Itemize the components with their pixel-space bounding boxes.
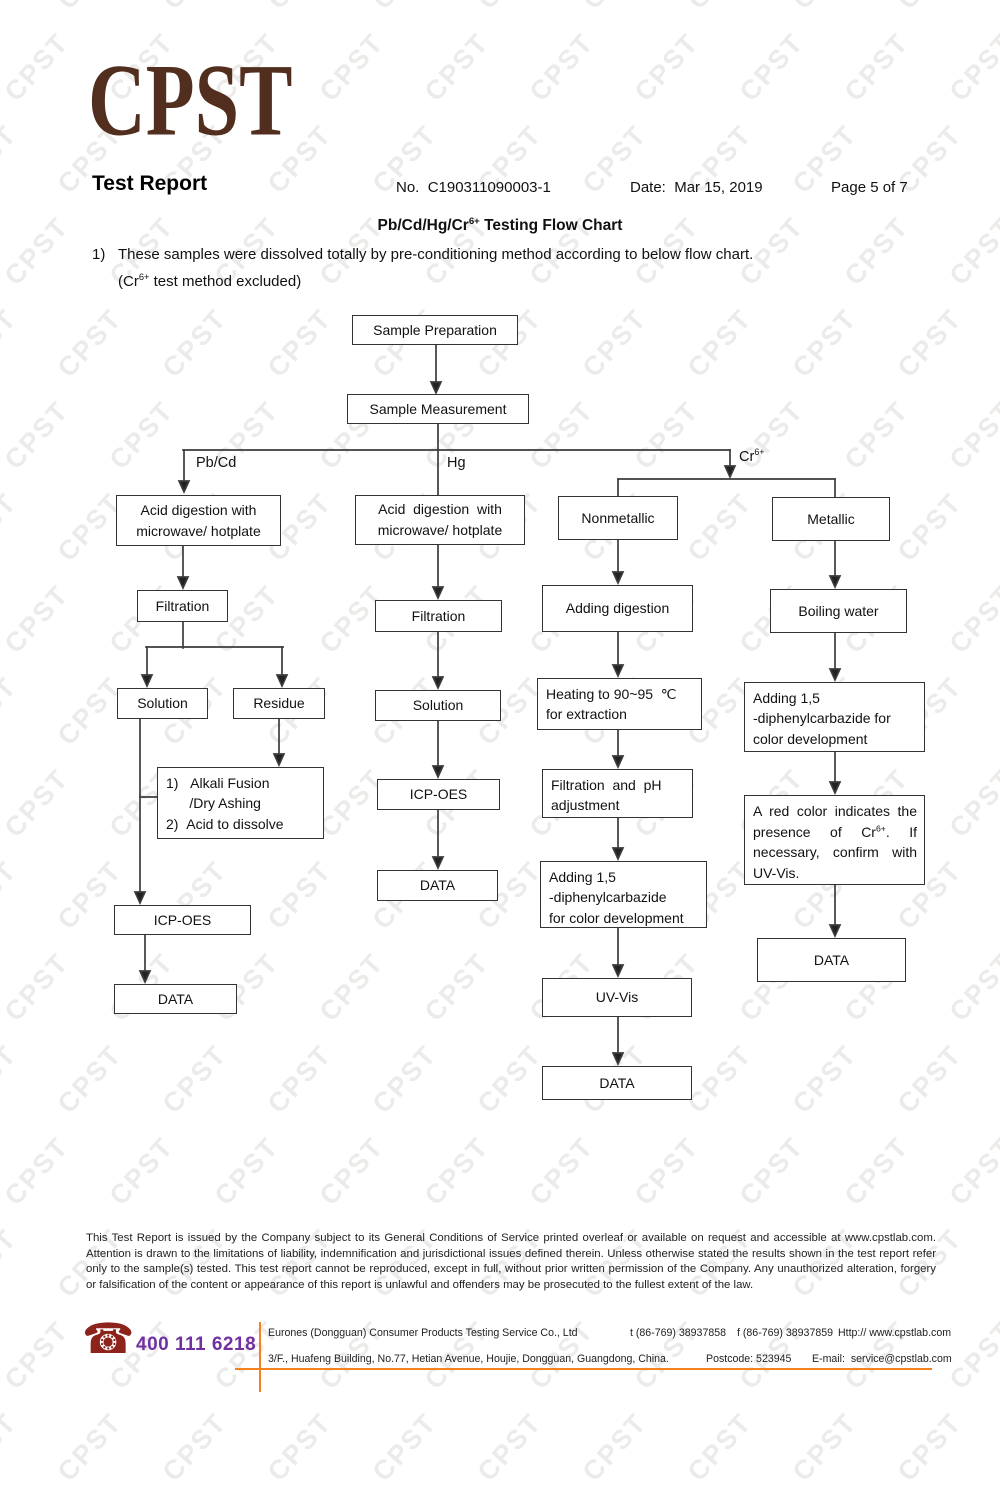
report-number: No. C190311090003-1 <box>396 179 551 196</box>
company-address: 3/F., Huafeng Building, No.77, Hetian Av… <box>268 1353 669 1365</box>
flow-node-heating-extraction: Heating to 90~95 ℃ for extraction <box>537 678 702 730</box>
branch-label-cr6: Cr6+ <box>739 447 765 465</box>
company-email: E-mail: service@cpstlab.com <box>812 1353 952 1365</box>
page-indicator: Page 5 of 7 <box>831 179 908 196</box>
flow-node-filtration-ph: Filtration and pH adjustment <box>542 769 693 818</box>
report-number-label: No. <box>396 179 420 196</box>
watermark-text: CPST <box>681 1407 758 1487</box>
flow-node-nonmetallic: Nonmetallic <box>558 496 678 540</box>
flow-node-data-nonmetallic: DATA <box>542 1066 692 1100</box>
flow-node-acid-digestion-pbcd: Acid digestion with microwave/ hotplate <box>116 495 281 546</box>
footer-horizontal-rule <box>235 1368 932 1371</box>
watermark-text: CPST <box>366 1407 443 1487</box>
flow-chart-title-rest: Testing Flow Chart <box>479 217 623 234</box>
branch-label-cr6-text: Cr <box>739 449 755 465</box>
flowchart-connectors <box>133 344 842 1067</box>
flow-node-red-color-indicator: A red color indicates the presence of Cr… <box>744 795 925 885</box>
item-number: 1) <box>92 246 106 263</box>
company-name: Eurones (Dongguan) Consumer Products Tes… <box>268 1327 578 1339</box>
item-note-pre: (Cr <box>118 273 139 290</box>
watermark-text: CPST <box>891 1407 968 1487</box>
report-title: Test Report <box>92 172 208 195</box>
company-fax: f (86-769) 38937859 <box>737 1327 834 1339</box>
flow-node-uv-vis: UV-Vis <box>542 978 692 1017</box>
item-text: These samples were dissolved totally by … <box>118 246 754 263</box>
flow-node-solution-hg: Solution <box>375 690 501 721</box>
branch-label-hg: Hg <box>447 455 466 471</box>
footer-vertical-divider <box>259 1322 262 1392</box>
watermark-text: CPST <box>471 1407 548 1487</box>
flow-chart-title: Pb/Cd/Hg/Cr6+ Testing Flow Chart <box>0 217 1000 235</box>
flow-node-sample-preparation: Sample Preparation <box>352 315 518 345</box>
report-date-label: Date: <box>630 179 666 196</box>
flow-node-data-pbcd: DATA <box>114 984 237 1014</box>
watermark-text: CPST <box>0 1407 23 1487</box>
telephone-icon: ☎ <box>82 1315 135 1362</box>
flow-node-alkali-fusion: 1) Alkali Fusion /Dry Ashing 2) Acid to … <box>157 767 324 839</box>
company-postcode: Postcode: 523945 <box>706 1353 792 1365</box>
flow-node-sample-measurement: Sample Measurement <box>347 394 529 424</box>
red-color-text: A red color indicates the presence of Cr <box>753 803 917 840</box>
flow-chart-title-text: Pb/Cd/Hg/Cr <box>377 217 469 234</box>
item-note: (Cr6+ test method excluded) <box>118 272 302 290</box>
hotline-number: 400 111 6218 <box>136 1334 257 1355</box>
flow-node-adding-digestion: Adding digestion <box>542 585 693 632</box>
company-tel: t (86-769) 38937858 <box>630 1327 727 1339</box>
flow-node-icp-oes-pbcd: ICP-OES <box>114 905 251 935</box>
watermark-text: CPST <box>51 1407 128 1487</box>
flow-node-acid-digestion-hg: Acid digestion with microwave/ hotplate <box>355 495 525 545</box>
item-note-post: test method excluded) <box>149 273 302 290</box>
red-color-sup: 6+ <box>875 823 886 834</box>
watermark-text: CPST <box>156 1407 233 1487</box>
flow-node-icp-oes-hg: ICP-OES <box>377 779 500 810</box>
flow-node-adding-dpc-nonmetallic: Adding 1,5 -diphenylcarbazide for color … <box>540 861 707 928</box>
flow-node-residue: Residue <box>233 688 325 719</box>
flow-node-data-hg: DATA <box>377 870 498 901</box>
flow-node-filtration-hg: Filtration <box>375 600 502 632</box>
watermark-text: CPST <box>261 1407 338 1487</box>
flow-node-boiling-water: Boiling water <box>770 589 907 633</box>
flow-node-solution-pbcd: Solution <box>117 688 208 719</box>
legal-disclaimer: This Test Report is issued by the Compan… <box>86 1232 936 1291</box>
flow-node-metallic: Metallic <box>772 497 890 541</box>
company-website: Http:// www.cpstlab.com <box>838 1327 952 1339</box>
flow-node-filtration-pbcd: Filtration <box>137 590 228 622</box>
report-date-value: Mar 15, 2019 <box>674 179 763 196</box>
flow-node-data-metallic: DATA <box>757 938 906 982</box>
cpst-logo: CPST <box>88 44 293 158</box>
branch-label-pbcd: Pb/Cd <box>196 455 237 471</box>
flow-chart-title-sup: 6+ <box>468 215 480 227</box>
watermark-text: CPST <box>786 1407 863 1487</box>
item-note-sup: 6+ <box>138 272 150 282</box>
flow-node-adding-dpc-metallic: Adding 1,5 -diphenylcarbazide for color … <box>744 682 925 752</box>
watermark-text: CPST <box>576 1407 653 1487</box>
branch-label-cr6-sup: 6+ <box>754 447 765 458</box>
report-number-value: C190311090003-1 <box>427 179 551 196</box>
report-date: Date: Mar 15, 2019 <box>630 179 763 196</box>
red-color-rest: . If necessary, confirm with UV-Vis. <box>753 823 917 882</box>
